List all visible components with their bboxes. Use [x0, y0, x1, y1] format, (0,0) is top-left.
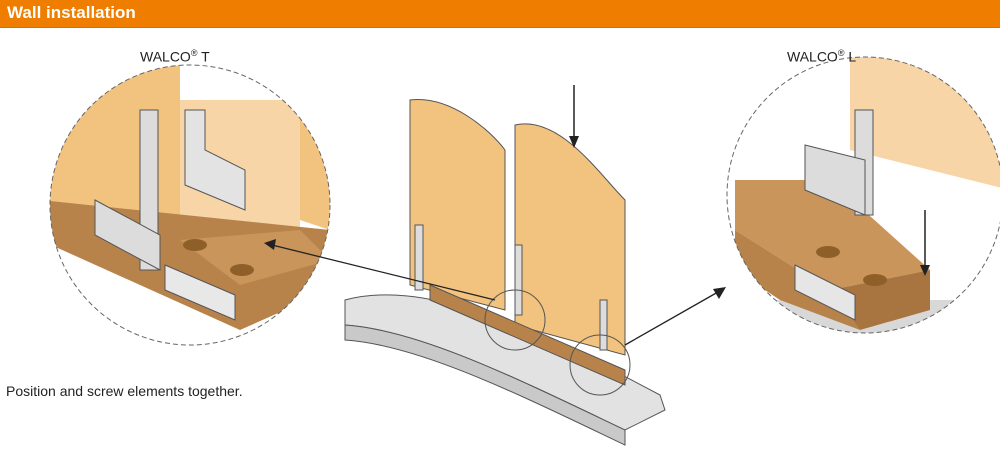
walco-l-detail	[727, 57, 1000, 333]
main-assembly	[344, 99, 666, 446]
pointer-arrow-left-icon	[271, 244, 496, 301]
walco-t-suffix: T	[201, 48, 210, 65]
walco-t-label: WALCO® T	[140, 48, 210, 65]
walco-l-label: WALCO® L	[787, 48, 856, 65]
walco-l-name: WALCO	[787, 48, 838, 65]
registered-mark: ®	[837, 48, 845, 58]
walco-t-name: WALCO	[140, 48, 191, 65]
pointer-arrow-right-icon	[624, 291, 719, 346]
section-title: Wall installation	[7, 3, 136, 22]
walco-l-suffix: L	[848, 48, 857, 65]
registered-mark: ®	[190, 48, 198, 58]
section-header: Wall installation	[0, 0, 1000, 28]
instruction-caption: Position and screw elements together.	[6, 383, 243, 399]
walco-t-detail	[50, 65, 330, 345]
